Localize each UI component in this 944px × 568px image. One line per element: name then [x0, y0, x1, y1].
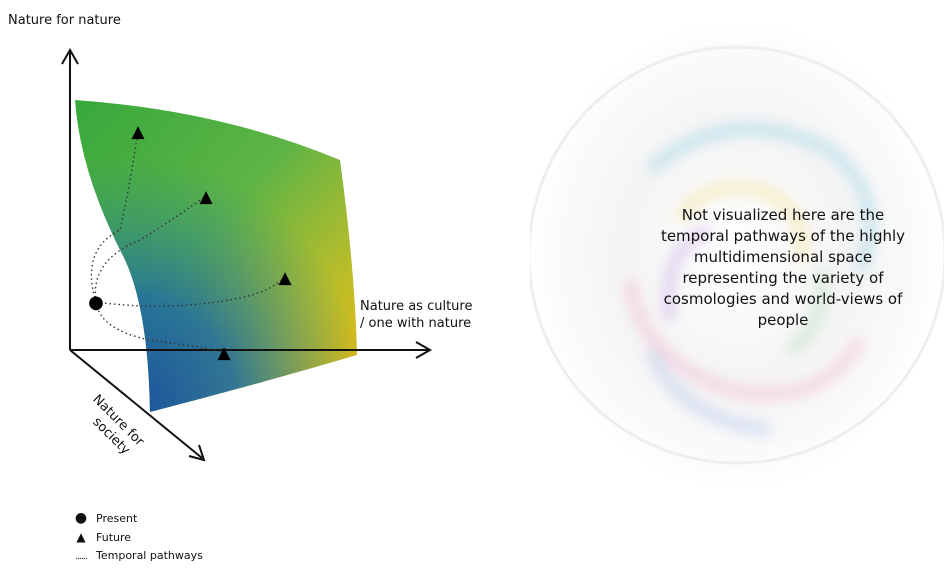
y-axis-label: Nature for nature: [8, 13, 121, 28]
y-axis-arrowhead: [61, 47, 79, 65]
future-point: ▲: [199, 187, 213, 207]
x-axis-label-line2: / one with nature: [360, 316, 472, 331]
nature-futures-diagram: ● ▲ ▲ ▲ ▲: [61, 47, 433, 462]
dotted-line-icon: ......: [75, 552, 87, 562]
x-axis-label: Nature as culture / one with nature: [360, 298, 472, 332]
x-axis-label-line1: Nature as culture: [360, 299, 473, 314]
z-axis-arrowhead: [188, 444, 206, 462]
present-point: ●: [88, 292, 104, 313]
axes: [61, 47, 433, 462]
legend-item-present: ● Present: [70, 510, 137, 526]
future-point: ▲: [131, 122, 145, 142]
legend-label: Temporal pathways: [96, 549, 203, 562]
future-points: ▲ ▲ ▲ ▲: [131, 122, 292, 363]
cosmologies-swirl-image: [530, 20, 944, 490]
panel-caption: Not visualized here are the temporal pat…: [660, 206, 906, 329]
future-point: ▲: [278, 268, 292, 288]
legend-label: Present: [96, 512, 138, 525]
future-point: ▲: [217, 343, 231, 363]
temporal-pathways: [90, 130, 286, 353]
legend-label: Future: [96, 531, 132, 544]
z-axis: [69, 349, 203, 459]
legend-item-future: ▲ Future: [70, 530, 131, 544]
legend-item-temporal-pathways: ...... Temporal pathways: [70, 549, 203, 562]
triangle-icon: ▲: [76, 530, 86, 544]
circle-icon: ●: [74, 510, 88, 526]
x-axis-arrowhead: [415, 341, 433, 359]
